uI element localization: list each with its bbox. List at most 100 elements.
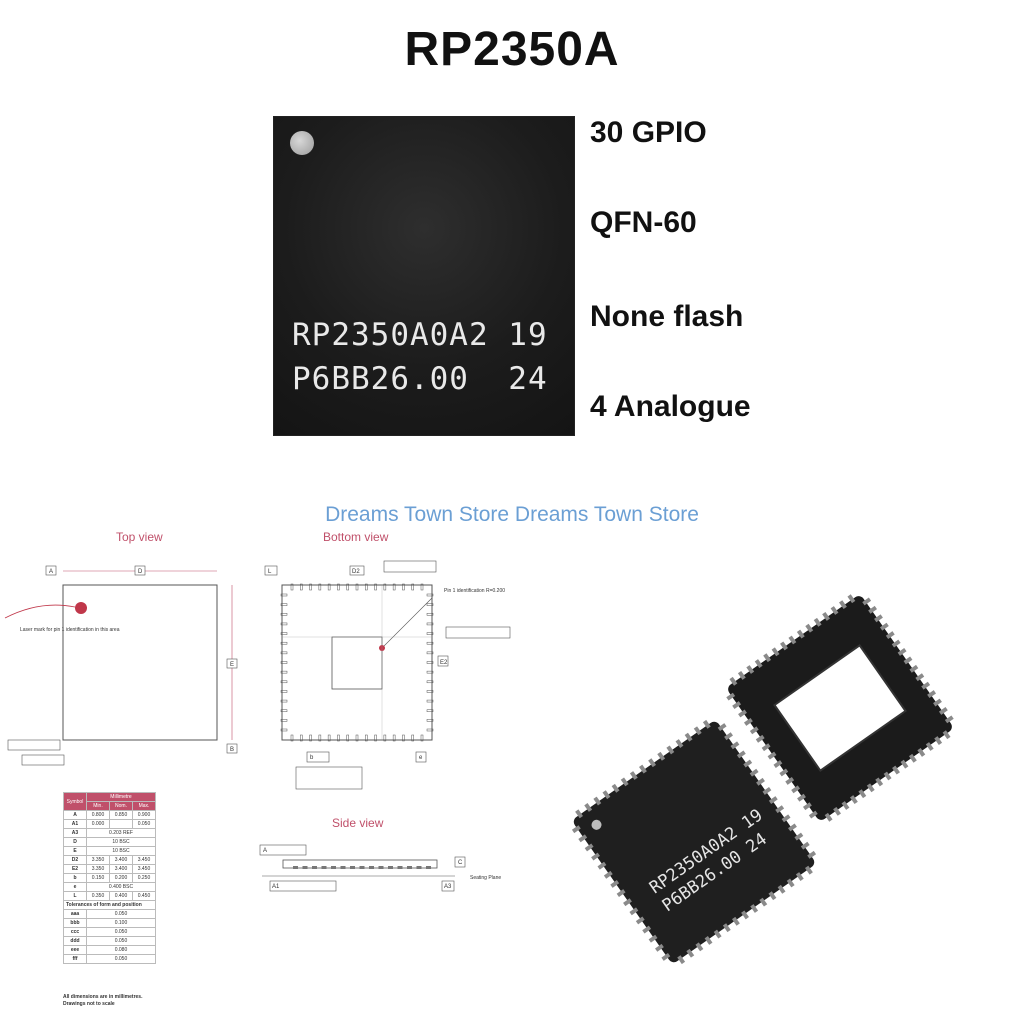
package-pin [584,803,593,812]
package-pin [578,834,588,843]
package-pin [903,656,913,665]
side-pin [359,866,365,869]
chip-photo-back [726,594,954,822]
package-pin [900,759,909,769]
pin-pad [355,734,359,742]
package-pin [794,832,804,841]
dim-e2: E2 [440,660,448,666]
pin-pad [280,670,288,674]
side-pin [416,866,422,869]
pin-pad [392,583,396,591]
package-pin [602,790,611,800]
pin-pad [383,734,387,742]
package-pin [713,929,722,939]
table-header-unit: Millimetre [86,792,156,802]
package-pin [822,611,831,621]
chip-top-photo: RP2350A0A2 19 P6BB26.00 24 [273,116,575,436]
side-pin [369,866,374,869]
package-pin [927,690,937,699]
package-pin [746,665,755,674]
table-header-nom: Nom. [109,801,133,811]
side-pin [388,866,393,869]
package-pin [775,805,785,814]
package-pin [677,955,686,965]
package-pin [824,812,833,822]
pin-pad [426,613,434,616]
package-pin [655,943,664,952]
pin-pad [318,734,322,742]
bottom-view-label: Bottom view [323,530,389,544]
pin-pad [280,603,288,606]
pin-pad [420,583,424,591]
side-pin [331,866,336,869]
pin-pad [280,690,288,693]
package-pin [736,750,746,759]
package-pin [917,747,926,757]
package-pin [780,641,788,651]
pin-pad [280,593,288,597]
package-pin [762,787,772,795]
package-pin [805,623,814,633]
pin-pad [426,661,434,664]
package-pin [629,907,639,916]
pin-pad [346,734,349,742]
pin-pad [383,583,387,591]
datum-b: B [230,747,234,753]
pin-pad [309,734,312,742]
chip-marking-line2: P6BB26.00 24 [292,361,548,397]
pin-pad [411,734,414,742]
package-pin [933,698,942,707]
dim-l: L [268,569,272,575]
side-pin [397,866,403,869]
pin-pad [426,690,434,693]
bottom-view-pins [280,583,434,742]
package-pin [908,753,917,763]
package-pin [839,600,847,610]
side-pin [426,866,431,869]
pin-pad [426,670,434,674]
dim-a3: A3 [444,884,452,890]
dim-e: E [230,662,234,668]
package-pin [786,878,795,888]
pin-pad [280,709,288,712]
package-pin [808,810,818,819]
pin-pad [392,734,396,742]
package-pin [610,879,620,888]
package-pin [788,635,797,645]
package-pin [892,765,900,775]
package-pin [686,948,695,958]
package-pin [879,622,889,631]
pin-pad [337,583,340,591]
package-pin [768,796,778,805]
dim-d2: D2 [352,569,360,575]
package-pin [639,764,647,774]
package-pin [875,777,884,787]
package-pin [773,760,783,768]
package-pin [925,742,934,751]
package-pin [777,884,786,894]
package-pin [921,681,931,690]
package-pin [611,783,620,793]
package-pin [781,814,791,823]
package-pin [729,676,738,686]
pin-pad [420,734,424,742]
pin-pad [426,680,434,684]
spec-package: QFN-60 [590,206,697,239]
package-pin [883,771,892,781]
package-pin [858,789,867,799]
package-pin [717,723,727,731]
pin-pad [374,583,377,591]
package-pin [891,639,901,648]
package-pin [584,843,594,852]
package-pin [642,925,652,934]
package-pin [693,726,702,736]
package-pin [768,891,777,901]
package-pin [575,809,583,819]
